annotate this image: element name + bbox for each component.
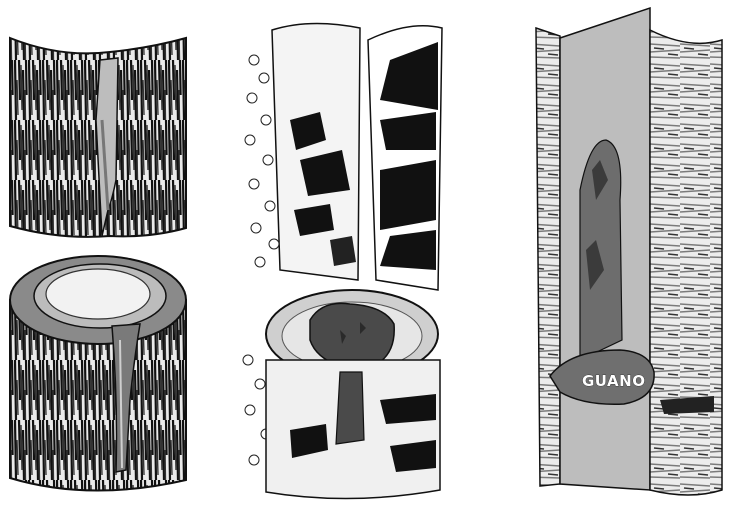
intact-trunk-drawing xyxy=(0,0,200,515)
left-bark-edge xyxy=(536,28,560,486)
guano-label: GUANO xyxy=(582,372,645,390)
birch-trunk-drawing xyxy=(230,0,470,515)
birch-trunk-panel xyxy=(230,0,470,515)
split-interior-face xyxy=(560,8,650,490)
upper-birch-left xyxy=(272,23,360,280)
upper-birch-right xyxy=(368,26,442,290)
upper-trunk-section xyxy=(10,38,186,237)
right-bark-section xyxy=(650,30,722,495)
hollow-stump-section xyxy=(10,256,186,491)
lower-birch-trunk xyxy=(266,360,440,499)
split-trunk-panel: GUANO xyxy=(500,0,729,515)
intact-trunk-panel xyxy=(0,0,200,515)
split-trunk-drawing: GUANO xyxy=(500,0,729,515)
